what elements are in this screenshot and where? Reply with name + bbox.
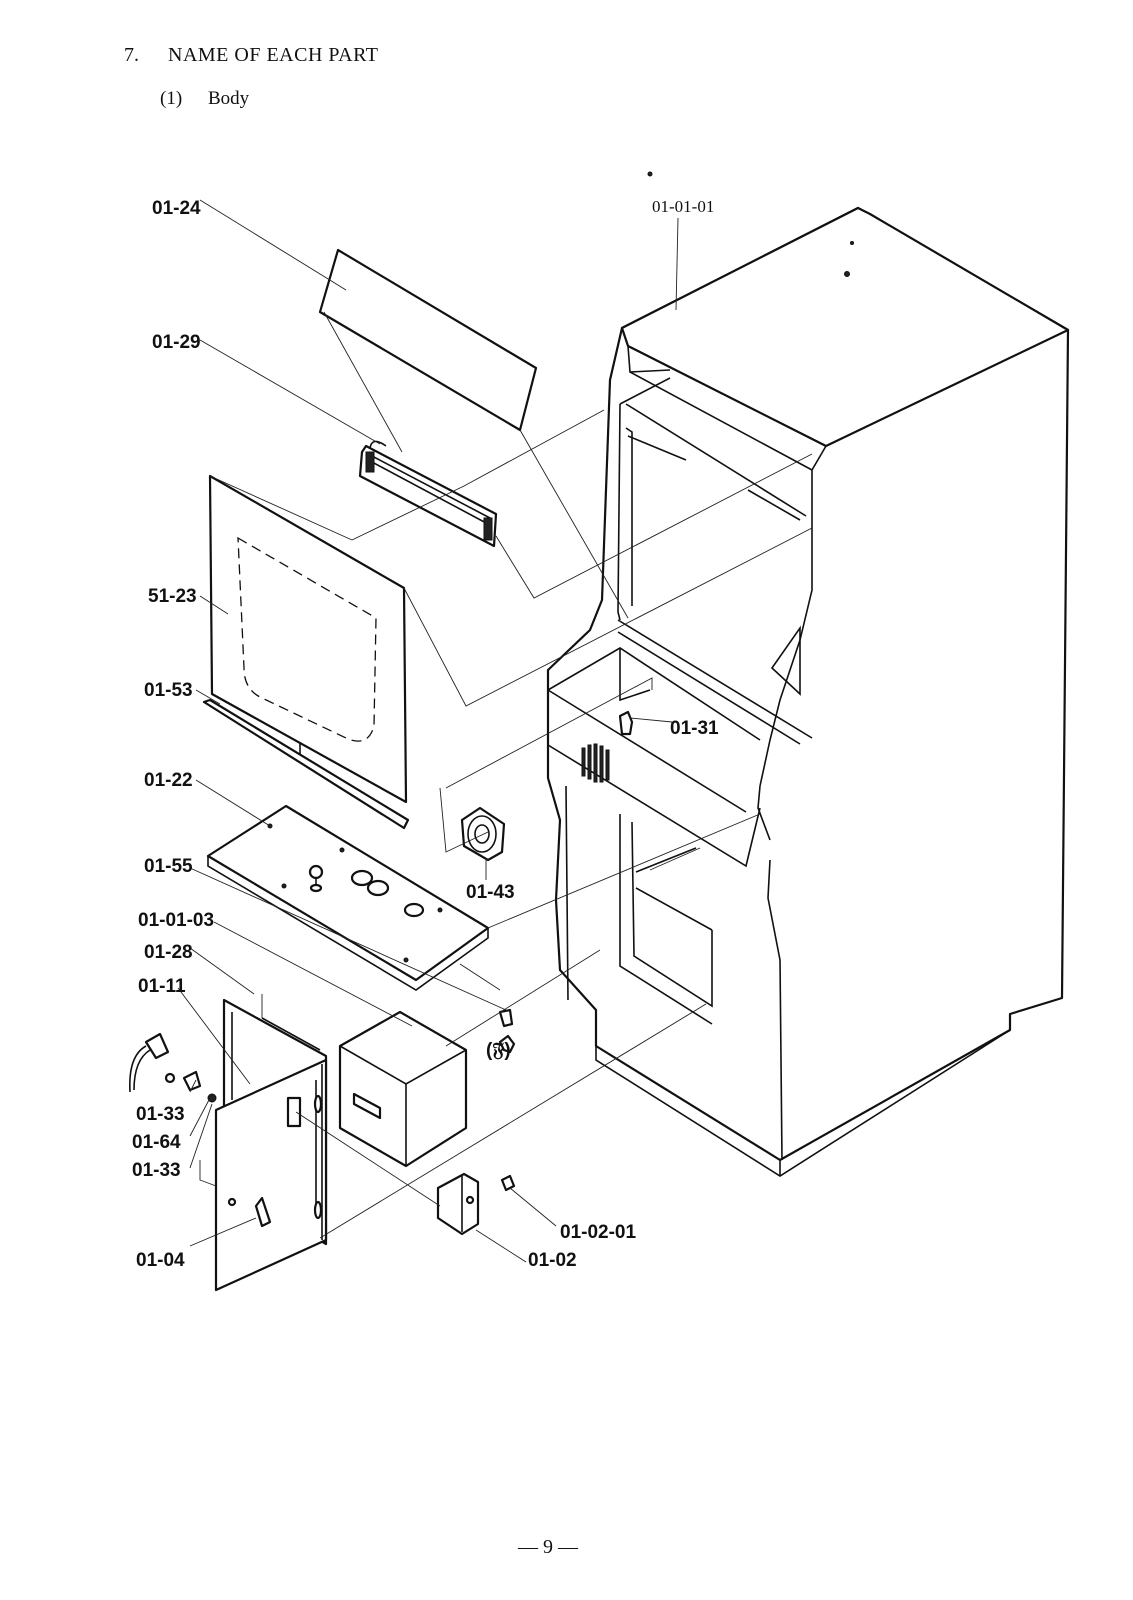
latch bbox=[618, 710, 634, 736]
panel-bracket bbox=[498, 1008, 516, 1054]
label-01-31: 01-31 bbox=[670, 718, 719, 739]
leader-lines bbox=[177, 199, 813, 1263]
glass-holder bbox=[202, 698, 410, 830]
coin-counter bbox=[129, 1032, 170, 1093]
label-51-23: 51-23 bbox=[148, 586, 197, 607]
label-01-04: 01-04 bbox=[136, 1250, 185, 1271]
coin-door bbox=[214, 998, 328, 1292]
label-latch-alt: (𝔉) bbox=[486, 1040, 511, 1061]
coin-mechanism bbox=[436, 1172, 516, 1236]
cabinet-body bbox=[546, 171, 1070, 1177]
subsection-number: (1) bbox=[160, 88, 183, 109]
label-01-28: 01-28 bbox=[144, 942, 193, 963]
section-number: 7. bbox=[124, 44, 139, 66]
label-01-64: 01-64 bbox=[132, 1132, 181, 1153]
speaker-grille bbox=[581, 743, 610, 783]
label-01-55: 01-55 bbox=[144, 856, 193, 877]
label-01-22: 01-22 bbox=[144, 770, 193, 791]
label-01-01-01: 01-01-01 bbox=[652, 197, 714, 216]
label-01-33-a: 01-33 bbox=[136, 1104, 185, 1125]
marquee-panel bbox=[318, 248, 538, 432]
label-01-43: 01-43 bbox=[466, 882, 515, 903]
label-01-33-b: 01-33 bbox=[132, 1160, 181, 1181]
page-number: — 9 — bbox=[518, 1536, 578, 1558]
label-01-02: 01-02 bbox=[528, 1250, 577, 1271]
fluorescent-lamp bbox=[358, 440, 498, 548]
label-01-29: 01-29 bbox=[152, 332, 201, 353]
control-panel bbox=[206, 804, 490, 991]
label-01-53: 01-53 bbox=[144, 680, 193, 701]
label-01-11: 01-11 bbox=[138, 976, 186, 997]
label-01-01-03: 01-01-03 bbox=[138, 910, 214, 931]
subsection-title: Body bbox=[208, 88, 250, 109]
cash-box bbox=[338, 1010, 468, 1168]
label-01-02-01: 01-02-01 bbox=[560, 1222, 636, 1243]
monitor-glass bbox=[208, 474, 408, 804]
section-title: NAME OF EACH PART bbox=[168, 44, 379, 66]
lock-parts bbox=[164, 1070, 217, 1103]
label-01-24: 01-24 bbox=[152, 198, 201, 219]
